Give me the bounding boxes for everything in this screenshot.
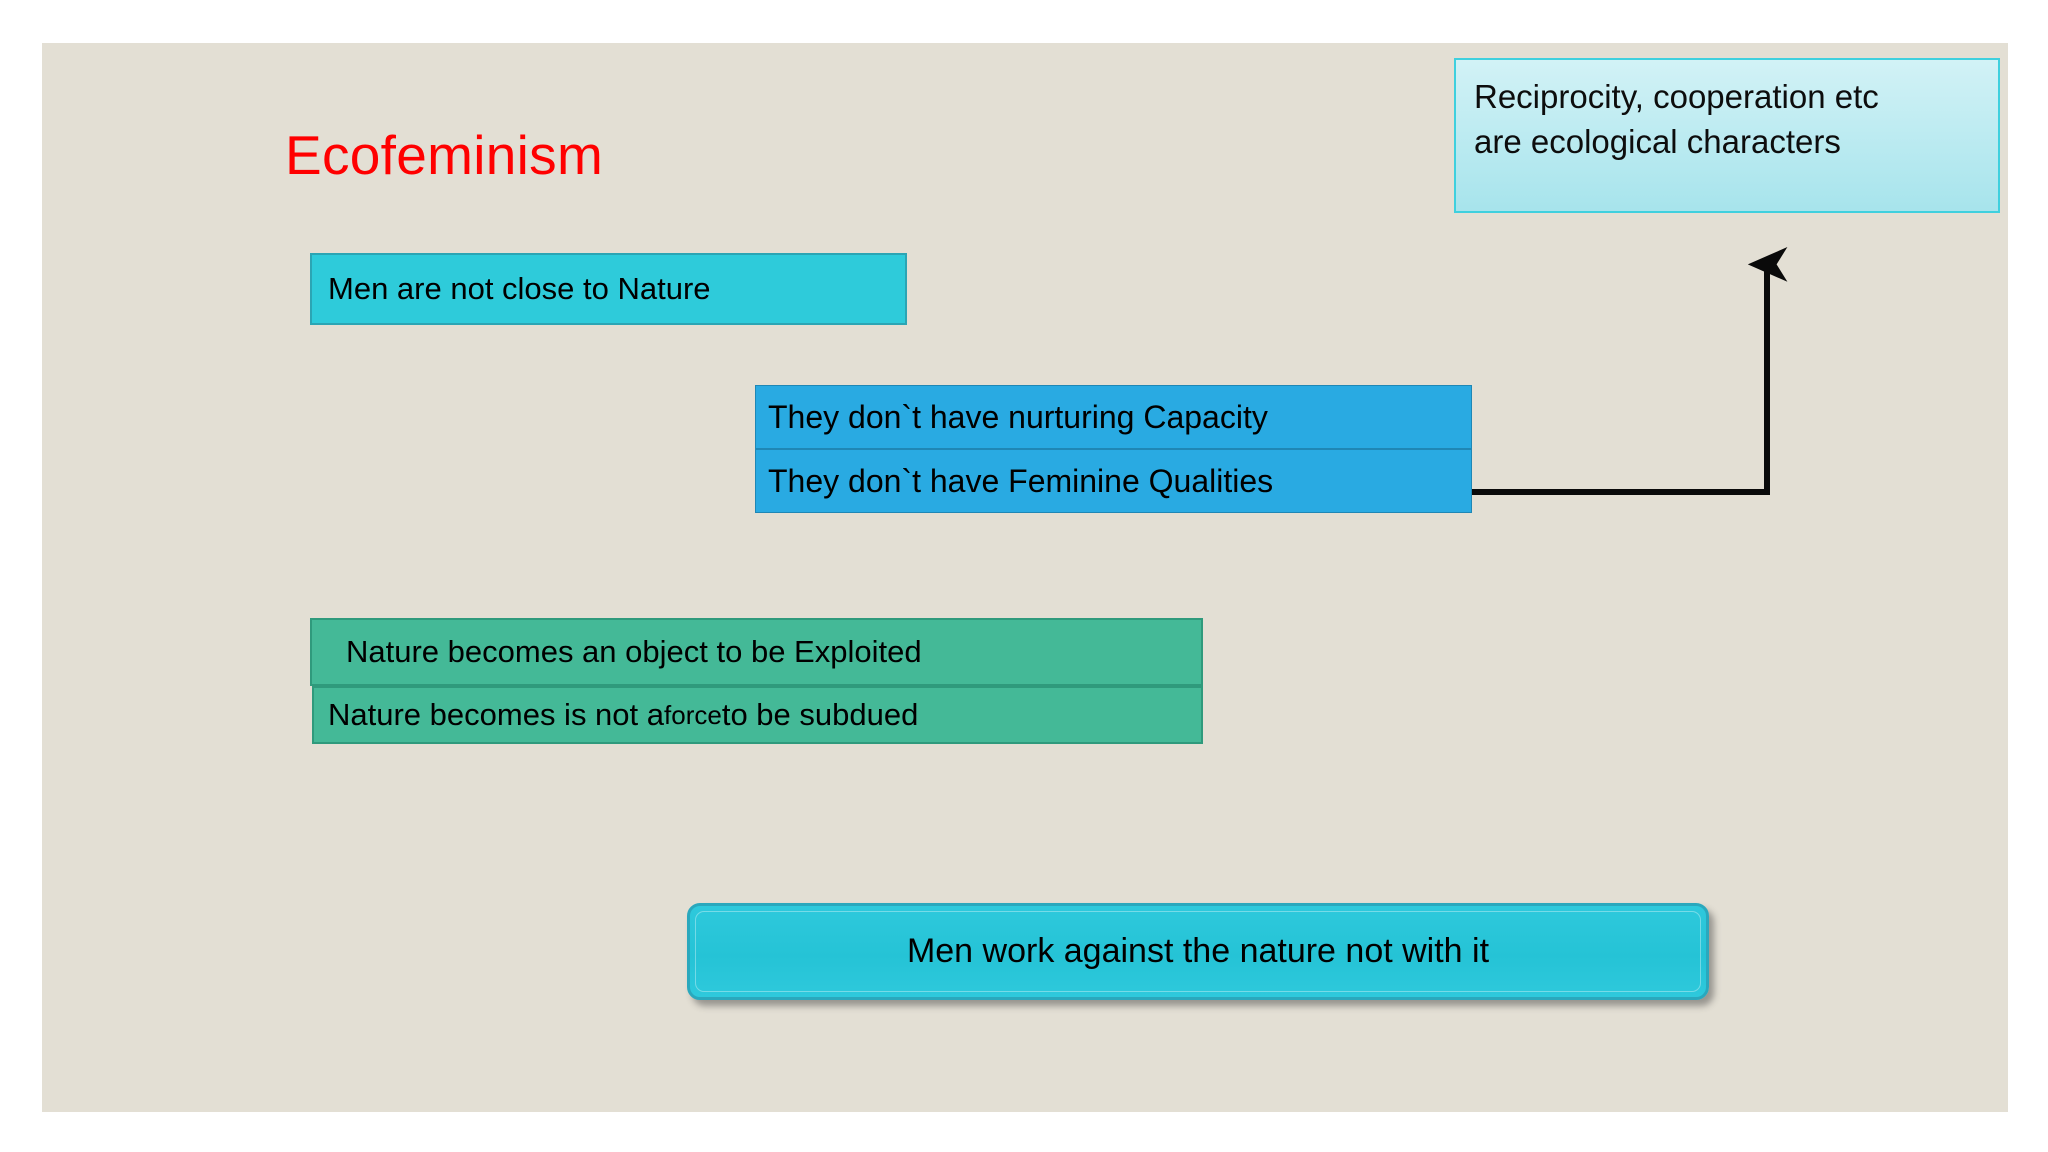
box-nurturing-capacity[interactable]: They don`t have nurturing Capacity xyxy=(755,385,1472,449)
box-men-work-against-nature-label: Men work against the nature not with it xyxy=(906,932,1490,970)
box-reciprocity-cooperation[interactable]: Reciprocity, cooperation etc are ecologi… xyxy=(1454,58,2000,213)
box-nature-object-exploited-label: Nature becomes an object to be Exploited xyxy=(346,634,922,669)
box-group-blue: They don`t have nurturing Capacity They … xyxy=(755,385,1472,513)
box-men-not-close-to-nature-label: Men are not close to Nature xyxy=(328,271,711,306)
slide-canvas: Ecofeminism Men are not close to Nature … xyxy=(42,43,2008,1112)
box-nature-force-subdued-label: Nature becomes is not a force to be subd… xyxy=(328,688,918,742)
box-reciprocity-line-1: Reciprocity, cooperation etc xyxy=(1474,78,1879,115)
box-group-green: Nature becomes an object to be Exploited… xyxy=(310,618,1203,744)
text-part-2: to be subdued xyxy=(721,697,919,732)
box-reciprocity-line-2: are ecological characters xyxy=(1474,123,1841,160)
elbow-arrow-connector xyxy=(1472,247,1788,495)
box-feminine-qualities-label: They don`t have Feminine Qualities xyxy=(768,462,1274,499)
text-emphasis-force: force xyxy=(664,699,722,730)
box-nurturing-capacity-label: They don`t have nurturing Capacity xyxy=(768,398,1268,435)
box-men-work-against-nature[interactable]: Men work against the nature not with it xyxy=(687,903,1709,1000)
box-feminine-qualities[interactable]: They don`t have Feminine Qualities xyxy=(755,449,1472,513)
connector-path xyxy=(1472,247,1788,495)
page-title: Ecofeminism xyxy=(285,124,604,186)
box-men-not-close-to-nature[interactable]: Men are not close to Nature xyxy=(310,253,907,325)
box-nature-object-exploited[interactable]: Nature becomes an object to be Exploited xyxy=(310,618,1203,686)
text-part-1: Nature becomes is not a xyxy=(328,697,665,732)
box-nature-force-subdued[interactable]: Nature becomes is not a force to be subd… xyxy=(312,686,1203,744)
